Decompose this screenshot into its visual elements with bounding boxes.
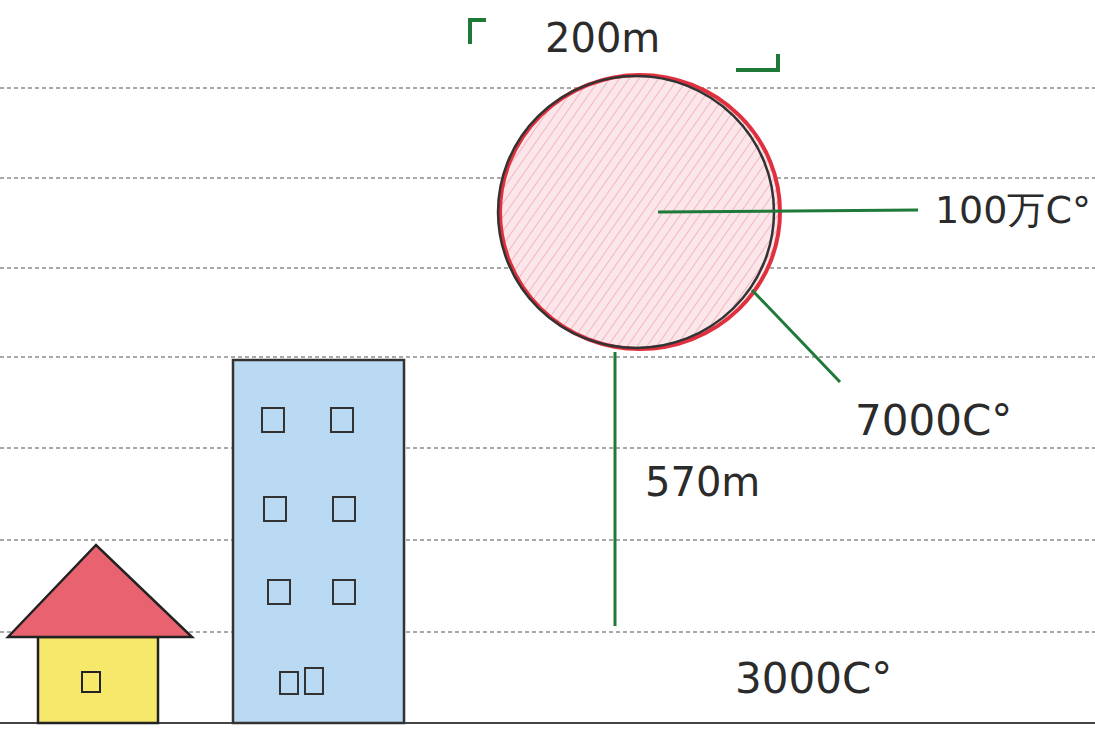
label: 3000C° [735, 656, 892, 702]
label: 200m [545, 16, 660, 60]
house [8, 545, 192, 723]
label: 100万C° [935, 190, 1091, 232]
ground-line [0, 722, 1095, 724]
label: 7000C° [855, 398, 1012, 444]
label: 570m [645, 460, 760, 504]
building [233, 360, 404, 723]
